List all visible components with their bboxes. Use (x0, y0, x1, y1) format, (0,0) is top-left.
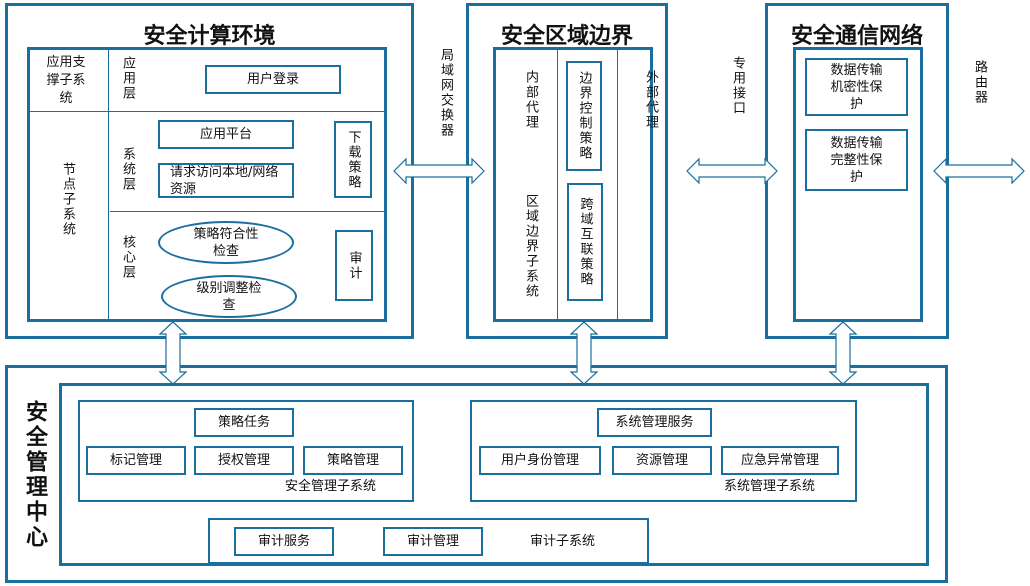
audit-mgmt-box: 审计管理 (383, 527, 483, 556)
lan-switch-label: 局域网交换器 (438, 48, 453, 138)
app-support-subsystem-label: 应用支撑子系统 (46, 55, 86, 106)
app-layer-label: 应用层 (120, 56, 135, 101)
region-mgmt-double-arrow (569, 321, 599, 385)
router-double-arrow (933, 157, 1025, 185)
audit-box: 审计 (335, 230, 373, 301)
audit-subsystem-label: 审计子系统 (530, 534, 596, 549)
compute-mgmt-double-arrow (158, 321, 188, 385)
comm-mgmt-double-arrow (828, 321, 858, 385)
compute-env-title: 安全计算环境 (143, 24, 276, 49)
cross-domain-box: 跨域互联策略 (567, 183, 603, 301)
integrity-box: 数据传输完整性保护 (805, 129, 908, 191)
policy-task-box: 策略任务 (194, 408, 294, 437)
comm-network-title: 安全通信网络 (790, 24, 923, 49)
policy-mgmt-box: 策略管理 (303, 446, 403, 475)
dedicated-interface-label: 专用接口 (730, 56, 745, 116)
download-policy-box: 下载策略 (334, 121, 372, 198)
emergency-mgmt-box: 应急异常管理 (721, 446, 839, 475)
boundary-control-box: 边界控制策略 (566, 61, 602, 171)
region-subsystem-label: 区域边界子系统 (523, 194, 538, 299)
core-layer-label: 核心层 (120, 235, 135, 280)
app-platform-box: 应用平台 (158, 120, 294, 149)
level-adjust-oval: 级别调整检查 (161, 275, 297, 318)
security-mgmt-label: 安全管理子系统 (285, 479, 377, 494)
confidentiality-box: 数据传输机密性保护 (805, 58, 908, 116)
lan-switch-double-arrow (393, 157, 485, 185)
external-proxy-label: 外部代理 (643, 70, 658, 130)
resource-mgmt-box: 资源管理 (612, 446, 712, 475)
internal-proxy-label: 内部代理 (523, 70, 538, 130)
system-mgmt-service-box: 系统管理服务 (597, 408, 712, 437)
system-layer-label: 系统层 (120, 147, 135, 192)
region-boundary-title: 安全区域边界 (500, 24, 633, 49)
audit-service-box: 审计服务 (234, 527, 334, 556)
mgmt-center-title-text: 安全管理中心 (22, 400, 47, 550)
router-label: 路由器 (972, 60, 987, 105)
user-login-box: 用户登录 (205, 65, 341, 94)
node-subsystem-label: 节点子系统 (60, 162, 75, 237)
request-access-box: 请求访问本地/网络资源 (158, 163, 294, 198)
system-mgmt-label: 系统管理子系统 (724, 479, 816, 494)
mark-mgmt-box: 标记管理 (86, 446, 186, 475)
policy-compliance-oval: 策略符合性检查 (158, 221, 294, 264)
dedicated-interface-double-arrow (686, 157, 778, 185)
auth-mgmt-box: 授权管理 (194, 446, 294, 475)
user-identity-box: 用户身份管理 (479, 446, 601, 475)
